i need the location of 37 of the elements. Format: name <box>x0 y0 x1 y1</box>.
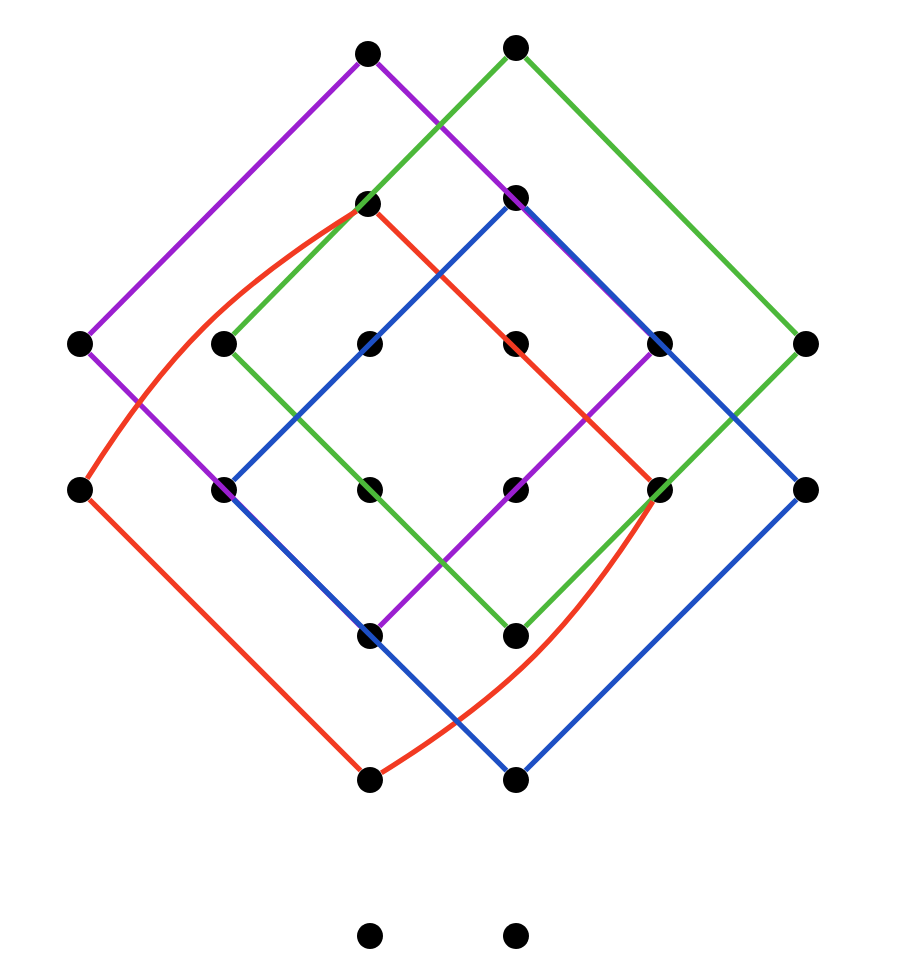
dot <box>211 477 237 503</box>
line <box>231 351 509 629</box>
line <box>377 351 653 629</box>
dot <box>503 623 529 649</box>
line <box>375 61 653 337</box>
line <box>523 55 799 337</box>
dot <box>211 331 237 357</box>
dot <box>503 35 529 61</box>
line <box>87 61 361 337</box>
dot <box>67 477 93 503</box>
dot <box>357 923 383 949</box>
line <box>375 211 653 483</box>
line <box>523 497 799 773</box>
line <box>87 497 363 773</box>
dot <box>503 477 529 503</box>
line <box>379 499 656 776</box>
line <box>231 497 509 773</box>
dot <box>503 185 529 211</box>
dot <box>357 623 383 649</box>
dot <box>503 767 529 793</box>
dot <box>503 923 529 949</box>
line <box>231 205 509 483</box>
line <box>523 351 799 629</box>
dot <box>503 331 529 357</box>
dot <box>355 191 381 217</box>
dot <box>355 41 381 67</box>
dot <box>357 477 383 503</box>
dot <box>67 331 93 357</box>
dot <box>357 767 383 793</box>
dot <box>793 331 819 357</box>
line <box>231 55 509 337</box>
dot <box>647 477 673 503</box>
dot <box>357 331 383 357</box>
line <box>84 208 358 481</box>
dot <box>793 477 819 503</box>
line <box>523 205 799 483</box>
dot <box>647 331 673 357</box>
